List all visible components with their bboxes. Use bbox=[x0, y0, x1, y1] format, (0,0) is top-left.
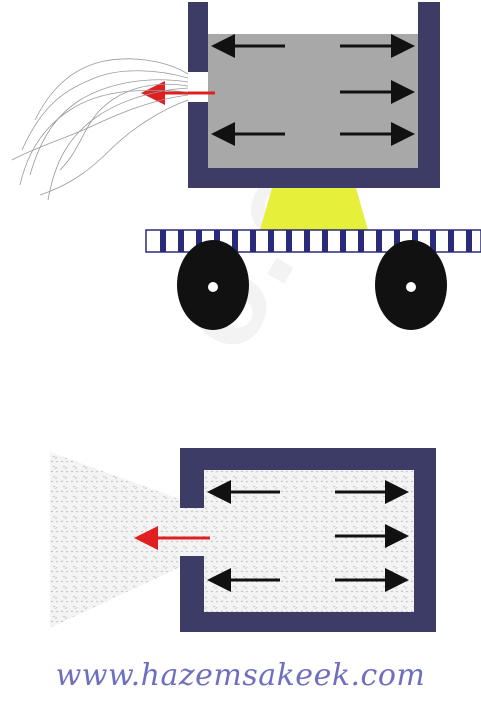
spray-cone bbox=[50, 452, 204, 628]
wheel-right-hub bbox=[406, 282, 416, 292]
box-frame bbox=[180, 448, 436, 632]
exhaust-opening bbox=[188, 72, 208, 102]
top-diagram bbox=[11, 2, 481, 330]
box-gas-region bbox=[204, 470, 414, 612]
bottom-diagram bbox=[50, 448, 436, 632]
support-block bbox=[260, 188, 368, 230]
gas-region bbox=[208, 34, 418, 168]
container-frame bbox=[188, 2, 440, 188]
nozzle-opening bbox=[180, 508, 204, 556]
wheel-left-hub bbox=[208, 282, 218, 292]
site-caption: www.hazemsakeek.com bbox=[55, 658, 426, 693]
exhaust-wisps bbox=[11, 58, 189, 201]
